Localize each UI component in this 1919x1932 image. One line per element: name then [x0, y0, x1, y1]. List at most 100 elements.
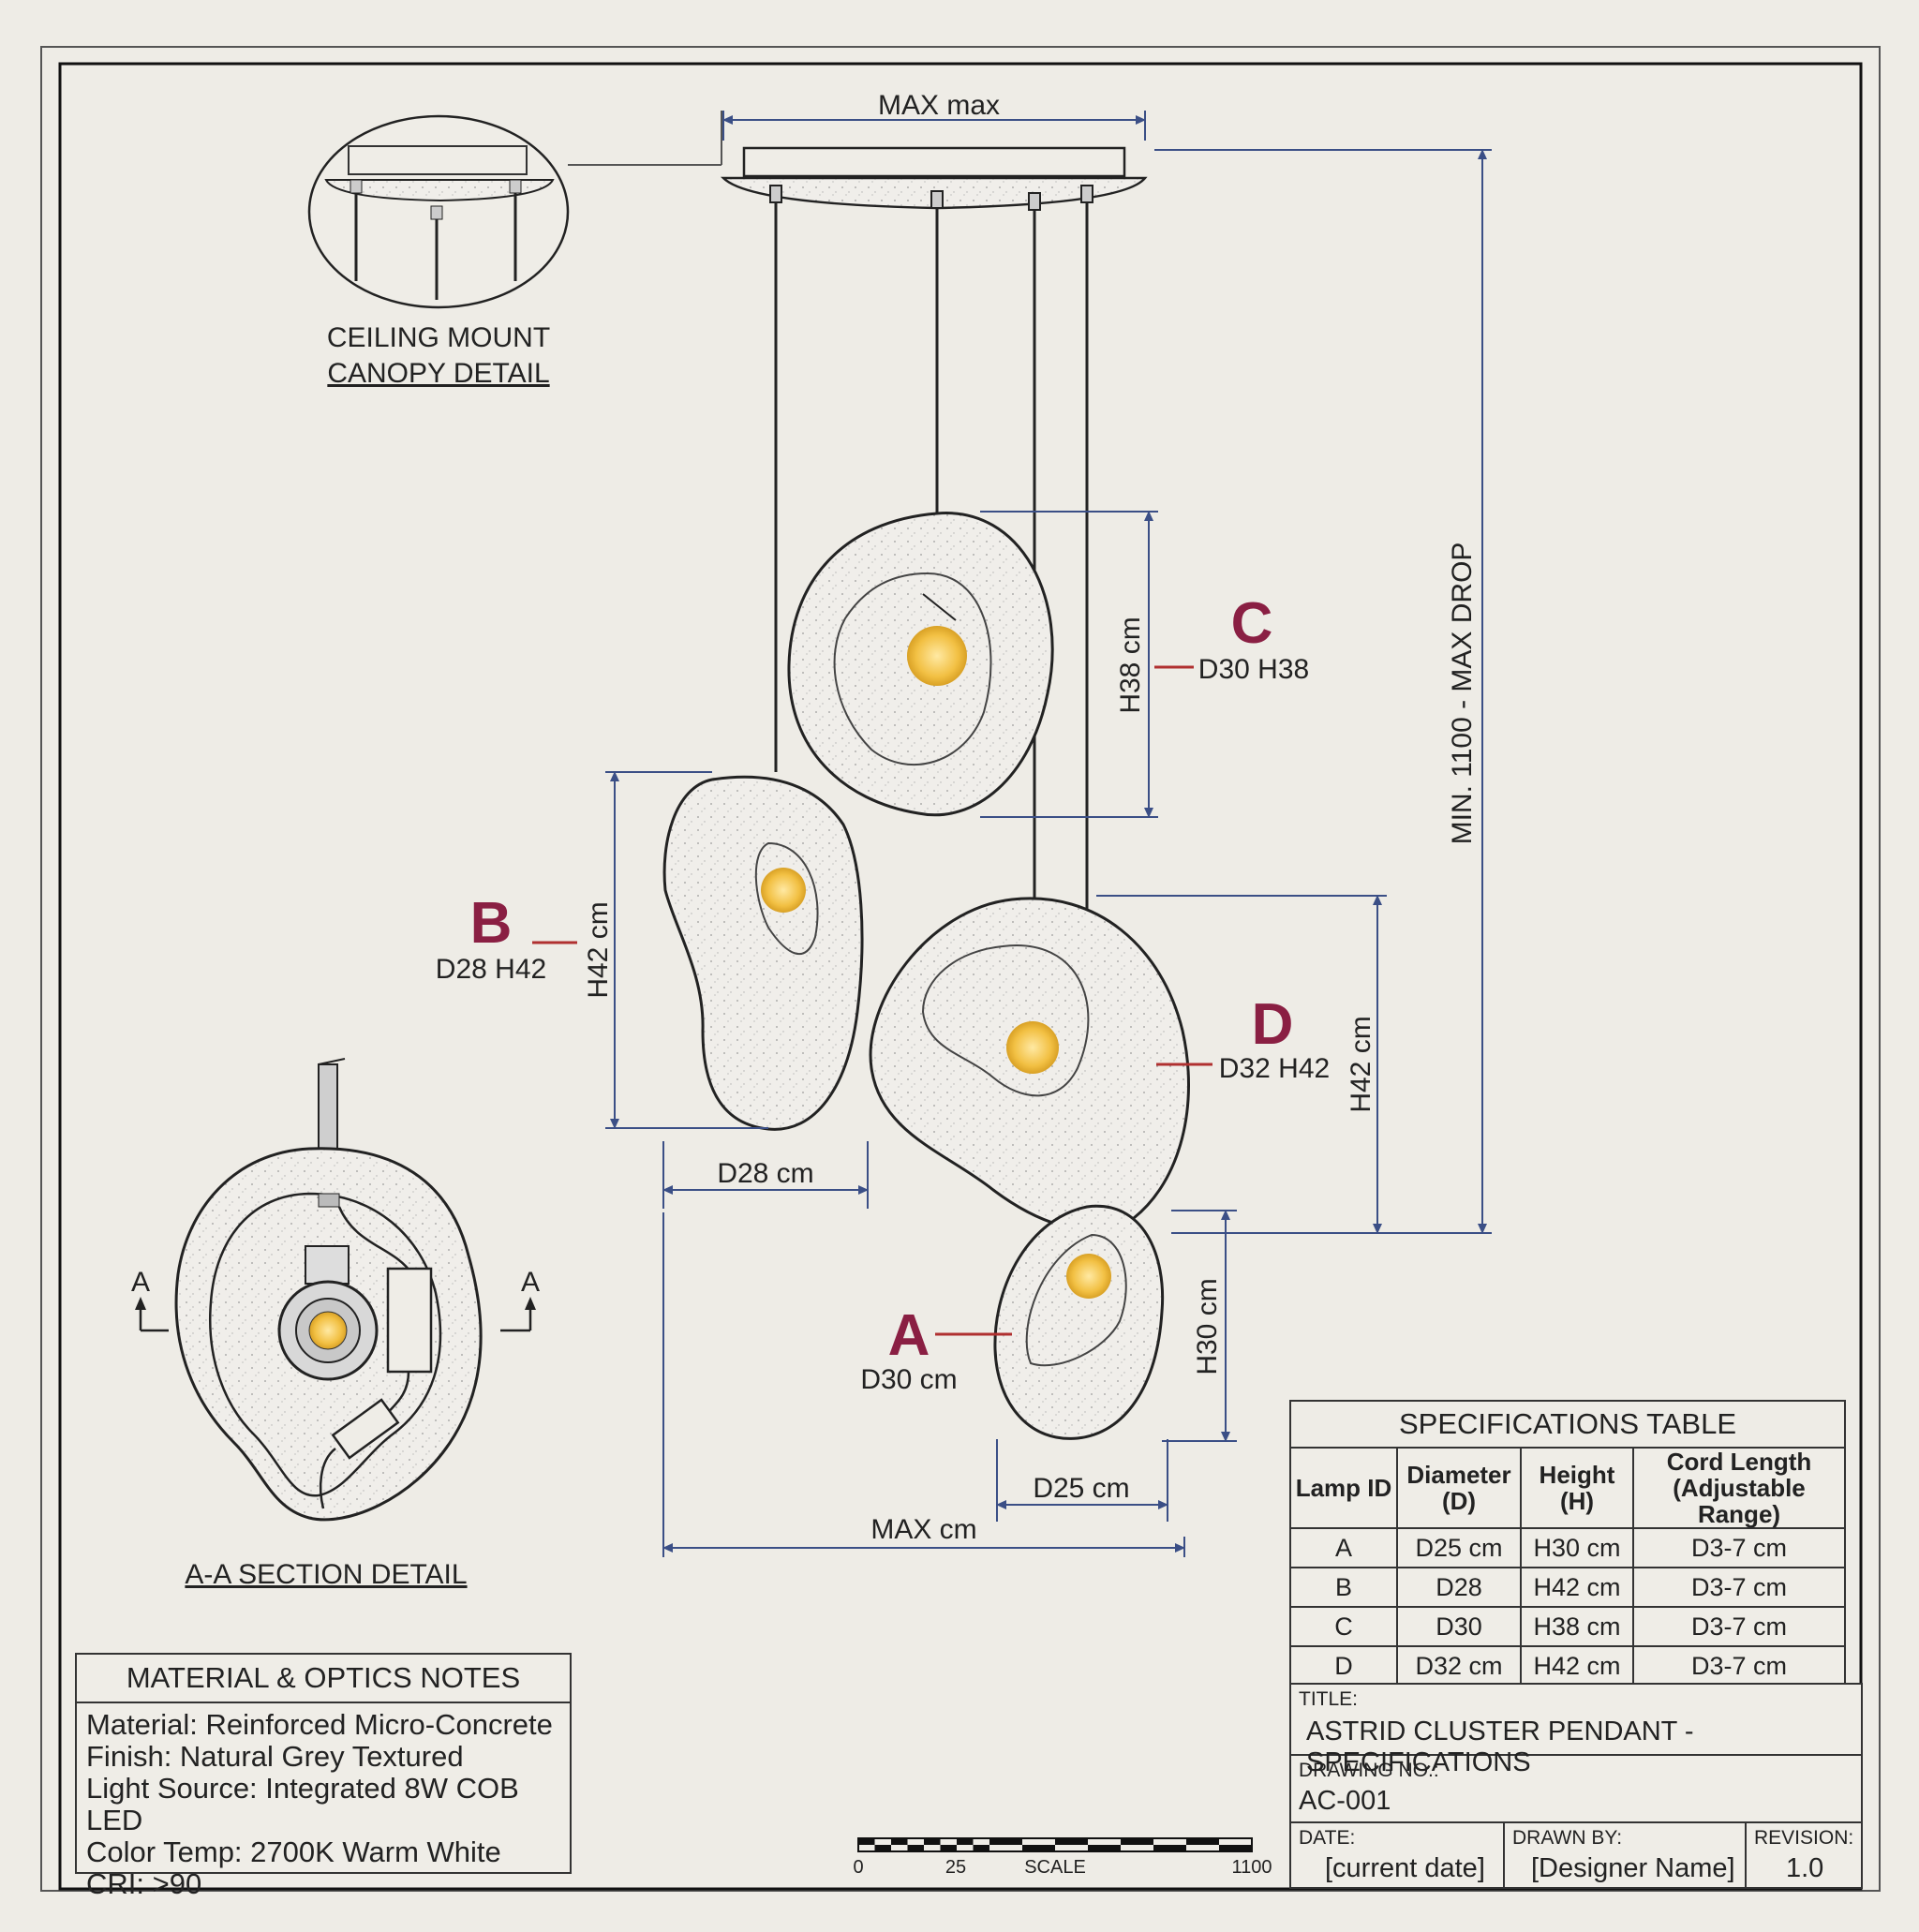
- lamp-b-bulb: [761, 868, 806, 913]
- scale-segment: [874, 1845, 891, 1851]
- table-row: A D25 cm H30 cm D3-7 cm: [1289, 1527, 1846, 1568]
- title-label: TITLE:: [1299, 1688, 1359, 1710]
- scale-segment: [1169, 1845, 1186, 1851]
- spec-cell: H38 cm: [1520, 1606, 1634, 1647]
- drawn-by-value: [Designer Name]: [1531, 1853, 1735, 1883]
- title-block: TITLE: ASTRID CLUSTER PENDANT - SPECIFIC…: [1289, 1683, 1863, 1889]
- section-marker-right: A: [521, 1267, 540, 1298]
- title-row: TITLE: ASTRID CLUSTER PENDANT - SPECIFIC…: [1291, 1685, 1861, 1777]
- scale-segment: [891, 1838, 908, 1845]
- scale-segment: [1235, 1838, 1252, 1845]
- scale-segment: [1153, 1838, 1170, 1845]
- lamp-c-label: D30 H38: [1198, 654, 1309, 685]
- drawing-no-label: DRAWING NO.:: [1299, 1760, 1439, 1781]
- lamp-d-label: D32 H42: [1219, 1053, 1330, 1084]
- section-detail-illustration: [135, 1058, 536, 1522]
- note-line: Color Temp: 2700K Warm White: [86, 1835, 501, 1868]
- lamp-b-shade: [662, 775, 864, 1131]
- scale-segment: [1038, 1838, 1055, 1845]
- lamp-a-letter: A: [888, 1303, 930, 1368]
- scale-segment: [973, 1845, 989, 1851]
- canopy-detail-illustration: [307, 111, 722, 309]
- scale-segment: [957, 1845, 974, 1851]
- meta-row: DATE: [current date] DRAWN BY: [Designer…: [1291, 1823, 1861, 1887]
- material-notes: MATERIAL & OPTICS NOTES Material: Reinfo…: [75, 1653, 572, 1900]
- lamp-b-label: D28 H42: [436, 954, 546, 985]
- note-line: CRI: >90: [86, 1867, 202, 1900]
- material-notes-heading: MATERIAL & OPTICS NOTES: [77, 1655, 570, 1703]
- dim-c-height: H38 cm: [1115, 617, 1146, 713]
- spec-header-row: Lamp ID Diameter (D) Height (H) Cord Len…: [1289, 1447, 1846, 1529]
- scale-segment: [957, 1838, 974, 1845]
- scale-segment: [1137, 1845, 1153, 1851]
- scale-tick-1100: 1100: [1231, 1857, 1272, 1878]
- pendant-cords: [774, 191, 1089, 1209]
- scale-segment: [1186, 1845, 1203, 1851]
- scale-segment: [1219, 1845, 1236, 1851]
- table-row: C D30 H38 cm D3-7 cm: [1289, 1606, 1846, 1647]
- scale-segment: [924, 1845, 941, 1851]
- scale-segment: [907, 1838, 924, 1845]
- inner-frame: [58, 62, 1863, 1891]
- scale-segment: [1235, 1845, 1252, 1851]
- spec-cell: C: [1289, 1606, 1398, 1647]
- spec-table-caption: SPECIFICATIONS TABLE: [1289, 1400, 1846, 1447]
- scale-segment: [1055, 1838, 1072, 1845]
- outer-frame: [40, 46, 1881, 1892]
- spec-cell: D3-7 cm: [1632, 1567, 1846, 1608]
- spec-header: Lamp ID: [1289, 1447, 1398, 1529]
- spec-cell: D32 cm: [1396, 1645, 1522, 1687]
- lamp-d-letter: D: [1252, 992, 1294, 1057]
- table-row: B D28 H42 cm D3-7 cm: [1289, 1567, 1846, 1608]
- note-line: Light Source: Integrated 8W COB LED: [86, 1772, 519, 1836]
- spec-cell: H30 cm: [1520, 1527, 1634, 1568]
- scale-segment: [907, 1845, 924, 1851]
- scale-segment: [1005, 1845, 1022, 1851]
- revision-label: REVISION:: [1754, 1827, 1854, 1849]
- drawing-no-row: DRAWING NO.: AC-001: [1291, 1756, 1861, 1823]
- scale-segment: [1088, 1838, 1105, 1845]
- lamp-b-letter: B: [470, 891, 513, 956]
- scale-segment: [1038, 1845, 1055, 1851]
- revision-value: 1.0: [1786, 1853, 1824, 1883]
- revision-cell: REVISION: 1.0: [1745, 1823, 1863, 1887]
- canopy-detail-line1: CEILING MOUNT: [327, 322, 550, 353]
- scale-segment: [1104, 1845, 1121, 1851]
- scale-tick-0: 0: [853, 1857, 863, 1878]
- dim-overall-width: MAX cm: [870, 1514, 976, 1545]
- scale-segment: [1137, 1838, 1153, 1845]
- drawing-title: ASTRID CLUSTER PENDANT - SPECIFICATIONS: [1306, 1717, 1694, 1777]
- spec-cell: B: [1289, 1567, 1398, 1608]
- scale-segment: [858, 1845, 875, 1851]
- note-line: Finish: Natural Grey Textured: [86, 1740, 464, 1773]
- drawing-no: AC-001: [1299, 1786, 1391, 1816]
- spec-cell: H42 cm: [1520, 1567, 1634, 1608]
- drawn-by-cell: DRAWN BY: [Designer Name]: [1503, 1823, 1745, 1887]
- scale-segment: [1022, 1845, 1039, 1851]
- scale-segment: [989, 1838, 1006, 1845]
- date-label: DATE:: [1299, 1827, 1356, 1849]
- scale-segment: [1121, 1845, 1138, 1851]
- spec-cell: D3-7 cm: [1632, 1606, 1846, 1647]
- note-line: Material: Reinforced Micro-Concrete: [86, 1708, 553, 1741]
- scale-segment: [1071, 1845, 1088, 1851]
- scale-segment: [1202, 1845, 1219, 1851]
- dim-d-height: H42 cm: [1346, 1016, 1376, 1112]
- scale-segment: [924, 1838, 941, 1845]
- scale-label: SCALE: [1024, 1857, 1086, 1878]
- scale-segment: [989, 1845, 1006, 1851]
- spec-cell: D25 cm: [1396, 1527, 1522, 1568]
- material-notes-body: Material: Reinforced Micro-Concrete Fini…: [77, 1703, 570, 1906]
- scale-tick-25: 25: [945, 1857, 966, 1878]
- scale-segment: [858, 1838, 875, 1845]
- spec-cell: D28: [1396, 1567, 1522, 1608]
- spec-header: Diameter (D): [1396, 1447, 1522, 1529]
- scale-segment: [874, 1838, 891, 1845]
- lamp-d-bulb: [1006, 1021, 1059, 1074]
- scale-segment: [1219, 1838, 1236, 1845]
- spec-cell: D: [1289, 1645, 1398, 1687]
- scale-segment: [1121, 1838, 1138, 1845]
- scale-segment: [940, 1838, 957, 1845]
- scale-segment: [1104, 1838, 1121, 1845]
